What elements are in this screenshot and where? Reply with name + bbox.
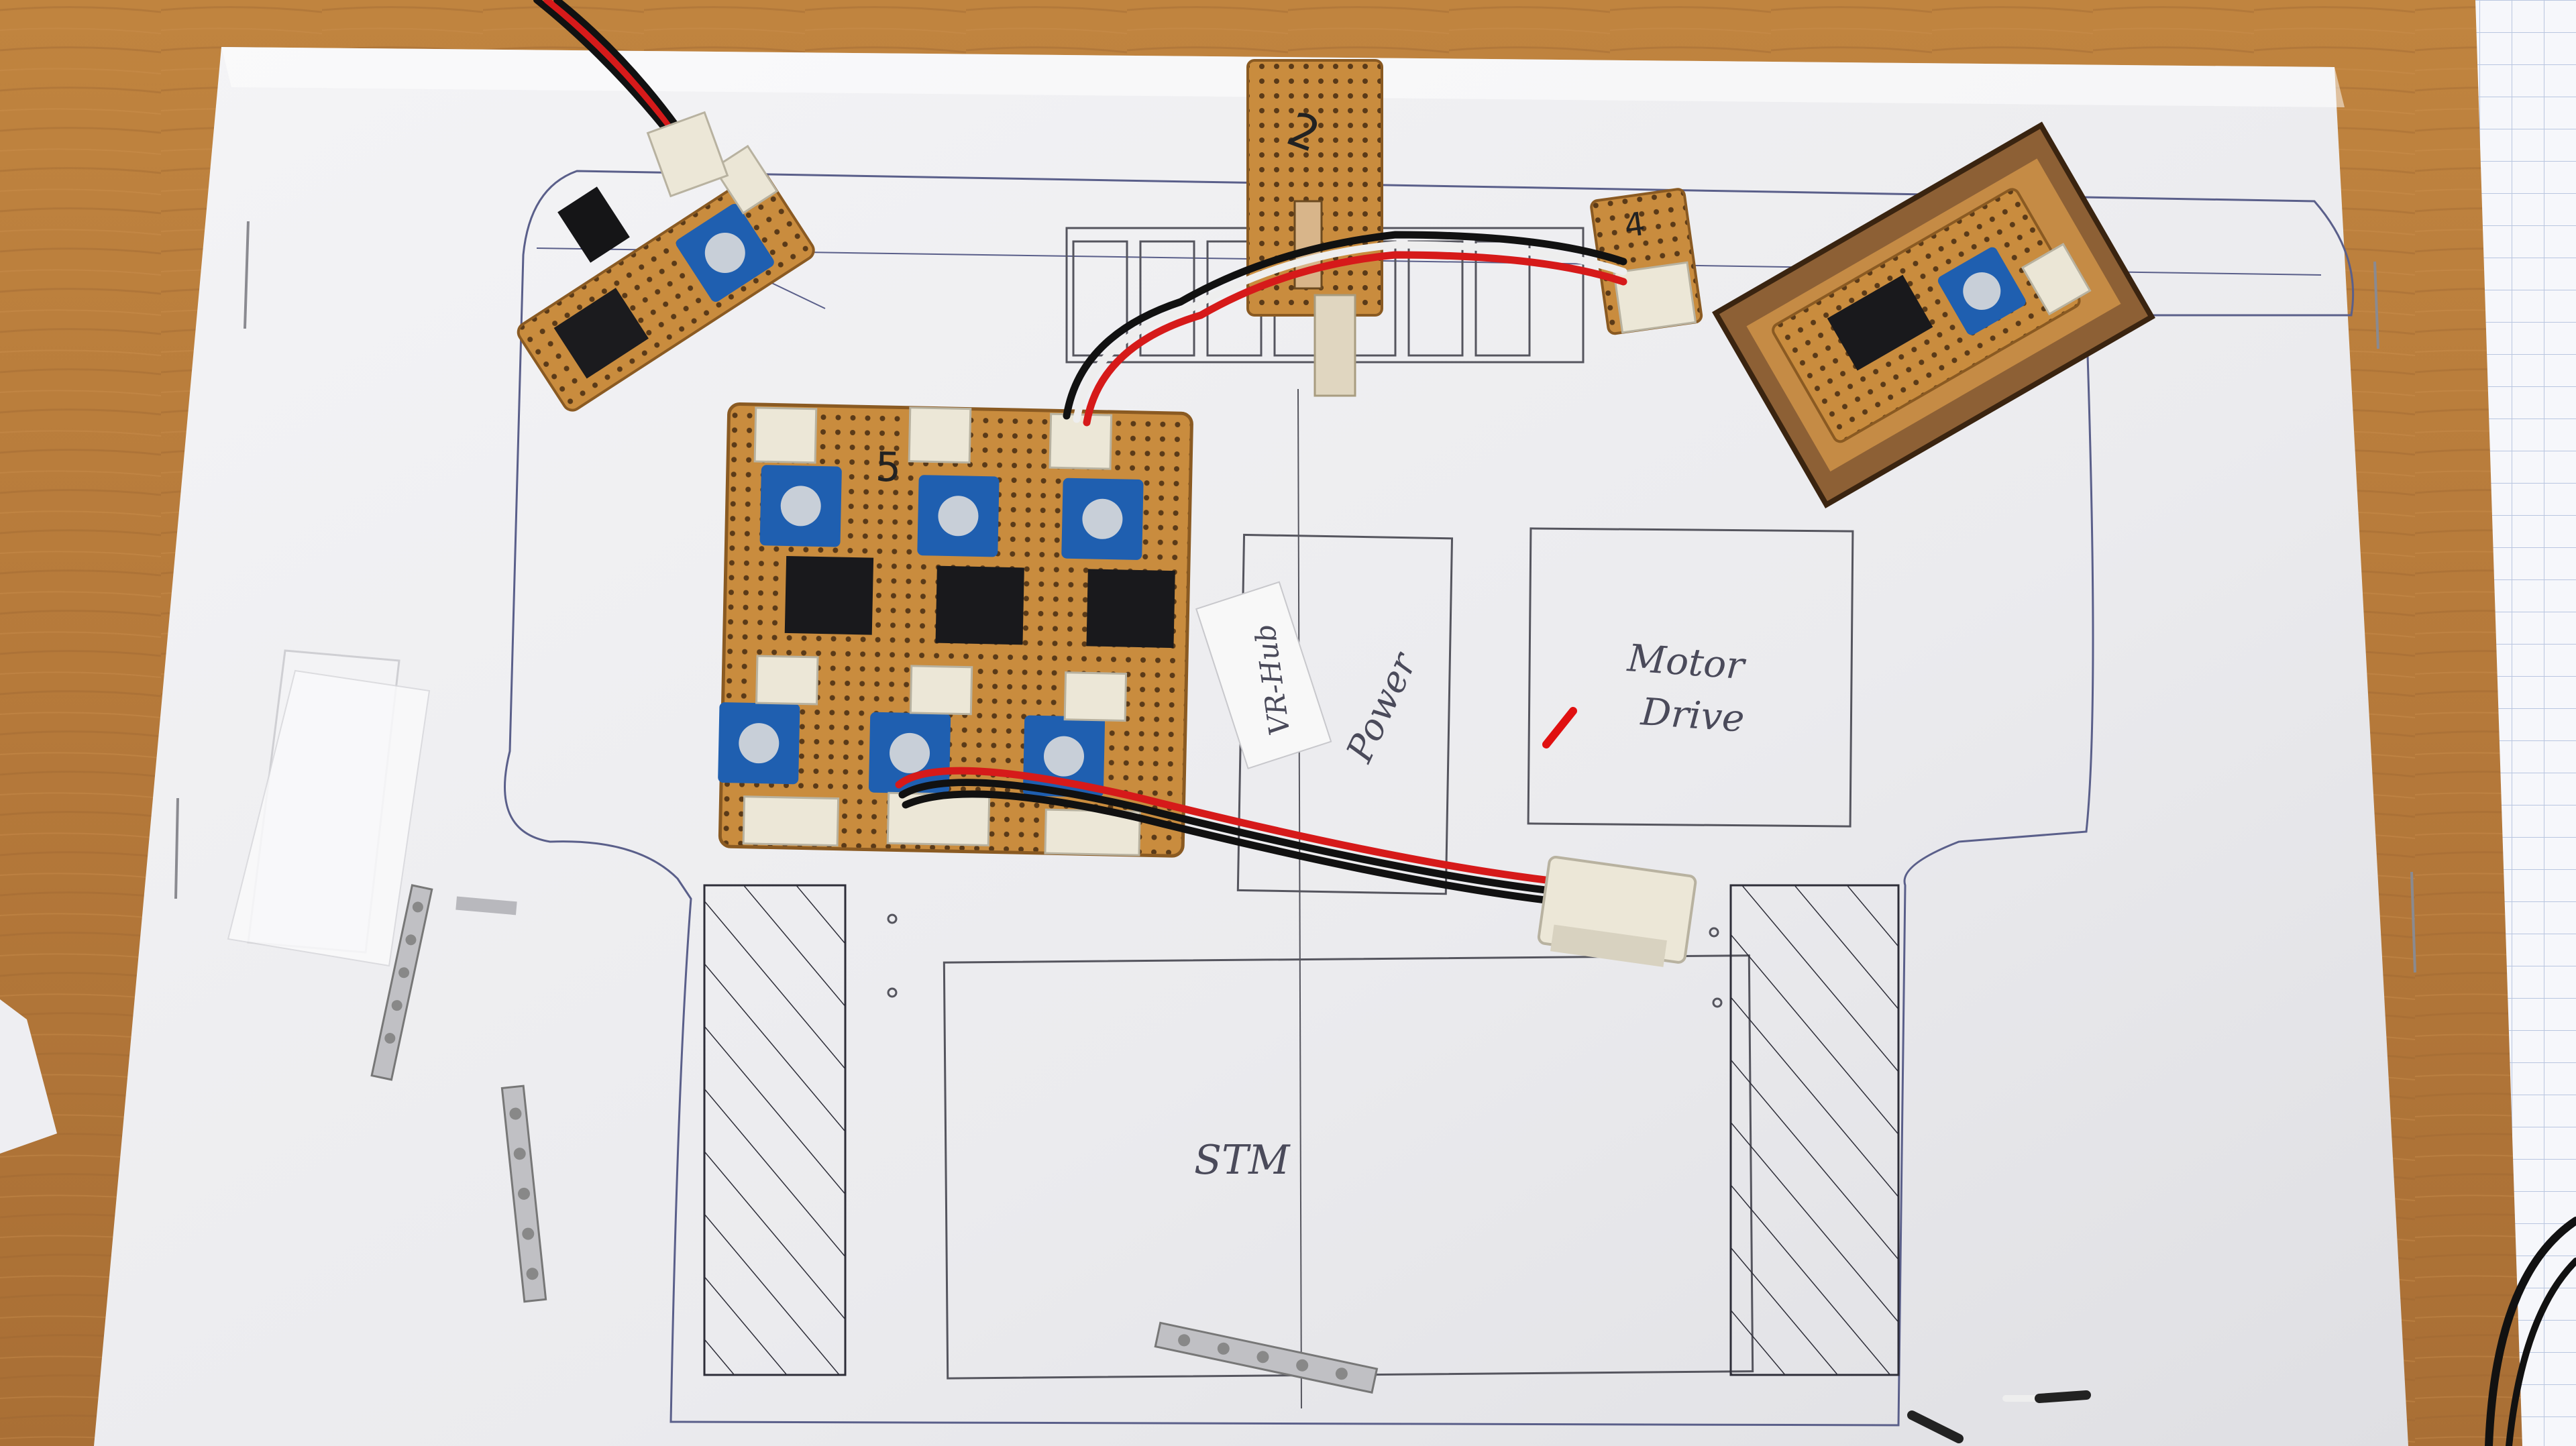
ic-chips [784,555,1175,649]
sensor-board-left [517,144,815,412]
tape-strips [227,649,431,967]
sensor-module-right [1712,121,2155,509]
board-mark-5: 5 [875,444,902,492]
ir-receiver-icon [557,186,630,263]
cable-to-motor-connector [895,767,1567,906]
vreg-paper-tag: VR-Hub [1195,581,1332,770]
cable-main-to-top [1063,231,1627,427]
motor-connector [1537,856,1697,967]
trimmer-potentiometers [718,465,1144,797]
grid-paper-sheet [2475,0,2576,1446]
wire-offcuts [1542,707,2576,1446]
cable-connector-top-left [646,111,729,198]
drive-label: Drive [1639,690,1746,741]
paper-scrap [0,999,57,1154]
motor-label: Motor [1625,636,1748,688]
sensor-board-small-right: 4 [1590,188,1703,335]
metal-pin-strips [370,884,1379,1394]
stm-label: STM [1194,1137,1291,1184]
cable-top-left [533,0,681,131]
main-perfboard: 5 [718,402,1193,858]
jst-connectors [742,406,1141,856]
